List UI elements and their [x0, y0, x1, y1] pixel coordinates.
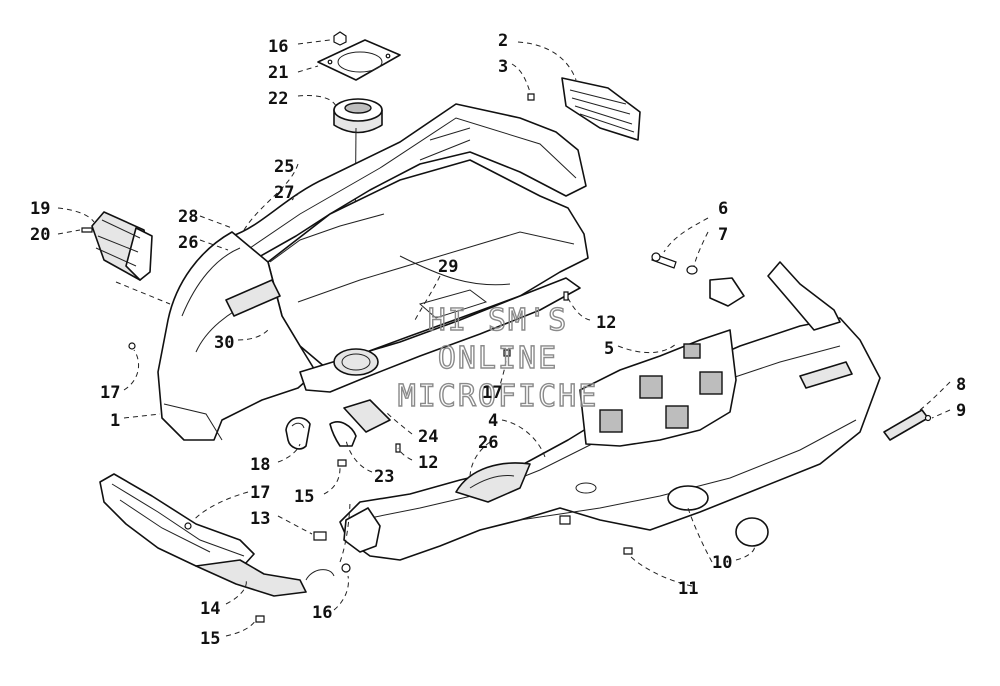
bolt-6 [651, 252, 677, 269]
callout-1: 1 [110, 411, 120, 431]
rivet-13 [313, 531, 327, 541]
washer-7 [686, 265, 698, 275]
callout-6: 6 [718, 199, 728, 219]
callout-16-top: 16 [268, 37, 288, 57]
callout-11: 11 [678, 579, 698, 599]
callout-13: 13 [250, 509, 270, 529]
callout-22: 22 [268, 89, 288, 109]
watermark-line1: HI SM'S [428, 303, 568, 338]
rivet-12-right [563, 291, 569, 301]
screw-9 [924, 414, 932, 422]
callout-15-mid: 15 [294, 487, 314, 507]
watermark-line3: MICROFICHE [398, 379, 599, 414]
callout-19: 19 [30, 199, 50, 219]
plate-24 [343, 399, 391, 433]
callout-4: 4 [488, 411, 498, 431]
callout-23: 23 [374, 467, 394, 487]
nut-16-top [333, 31, 347, 46]
callout-17-left: 17 [100, 383, 120, 403]
callout-17-bottom: 17 [250, 483, 270, 503]
air-duct-2 [561, 77, 641, 141]
callout-9: 9 [956, 401, 966, 421]
callout-20: 20 [30, 225, 50, 245]
bracket-23 [329, 421, 357, 447]
callout-3: 3 [498, 57, 508, 77]
callout-10: 10 [712, 553, 732, 573]
callout-2: 2 [498, 31, 508, 51]
side-panel-5 [579, 329, 737, 447]
callout-26-mid: 26 [478, 433, 498, 453]
rivet-17-bottom [184, 522, 192, 530]
hose-clamp-18 [285, 417, 311, 450]
rivet-17-mid [503, 349, 511, 357]
callout-30: 30 [214, 333, 234, 353]
callout-labels: 16 21 22 2 3 25 27 19 20 28 26 6 7 29 12… [30, 31, 966, 649]
upper-pan-assembly [157, 103, 589, 441]
cap-16-bottom [305, 563, 351, 581]
callout-17-mid: 17 [482, 383, 502, 403]
callout-24: 24 [418, 427, 438, 447]
callout-16-bottom: 16 [312, 603, 332, 623]
rivet-17-left [128, 342, 136, 350]
leader-lines [57, 39, 951, 637]
callout-12-mid: 12 [418, 453, 438, 473]
callout-29: 29 [438, 257, 458, 277]
callout-26-left: 26 [178, 233, 198, 253]
screw-11 [623, 547, 633, 555]
screw-lower-pan [559, 515, 571, 525]
callout-7: 7 [718, 225, 728, 245]
watermark: HI SM'S ONLINE MICROFICHE [397, 302, 599, 414]
callout-28: 28 [178, 207, 198, 227]
intake-boot-19 [91, 211, 153, 281]
screw-3 [527, 93, 535, 101]
callout-5: 5 [604, 339, 614, 359]
watermark-line2: ONLINE [438, 341, 558, 376]
screw-15-bottom [255, 615, 265, 623]
rear-trim [709, 261, 841, 331]
front-bumper-14 [99, 473, 307, 597]
callout-15-bottom: 15 [200, 629, 220, 649]
callout-25: 25 [274, 157, 294, 177]
callout-21: 21 [268, 63, 288, 83]
callout-12-right: 12 [596, 313, 616, 333]
callout-14: 14 [200, 599, 220, 619]
reflector-8 [883, 409, 929, 441]
plug-10 [735, 517, 769, 547]
callout-8: 8 [956, 375, 966, 395]
screw-20 [81, 227, 93, 233]
callout-27: 27 [274, 183, 294, 203]
callout-18: 18 [250, 455, 270, 475]
mounting-plate-21 [317, 39, 401, 81]
screw-15-mid [337, 459, 347, 467]
